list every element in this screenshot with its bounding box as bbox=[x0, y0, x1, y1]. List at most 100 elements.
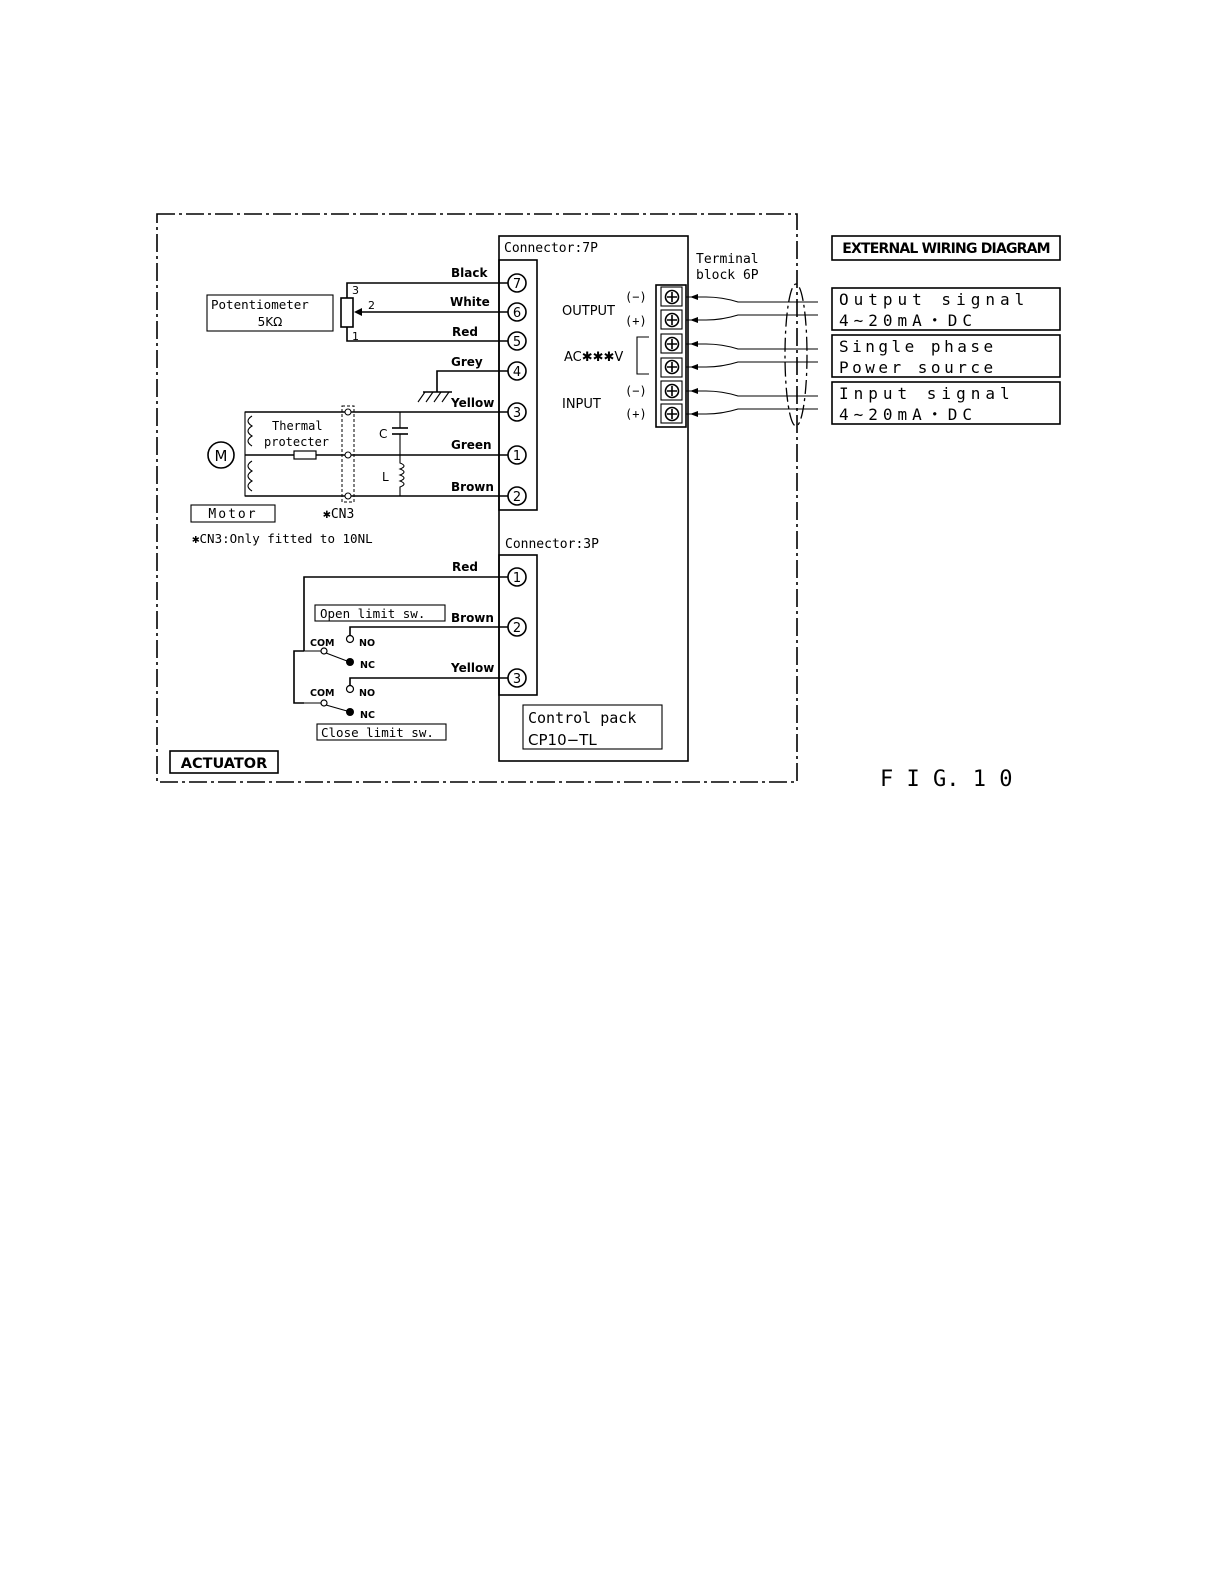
cn3-note: ✱CN3:Only fitted to 10NL bbox=[192, 531, 373, 546]
close-lever bbox=[325, 704, 348, 712]
pin-num: 2 bbox=[513, 621, 521, 636]
actuator-label: ACTUATOR bbox=[181, 756, 268, 772]
potentiometer-value: 5KΩ bbox=[258, 315, 283, 329]
terminal-screws bbox=[660, 286, 683, 424]
power-source-box bbox=[831, 334, 1061, 378]
connector7p-strip bbox=[498, 259, 538, 511]
wire-label-black: Black bbox=[451, 266, 488, 280]
open-com-label: COM bbox=[310, 638, 335, 649]
capacitor-label: C bbox=[379, 427, 387, 441]
control-pack-label-box bbox=[522, 704, 663, 750]
connector3p-strip bbox=[498, 554, 538, 696]
cn3-label: ✱CN3 bbox=[323, 507, 354, 522]
wire3p-brown bbox=[349, 626, 508, 635]
pot-terminal-3: 3 bbox=[352, 284, 359, 297]
cn3-pin bbox=[344, 408, 352, 416]
wire3p-red bbox=[303, 576, 508, 651]
figure-label: F I G. 1 0 bbox=[880, 767, 1012, 792]
open-no-label: NO bbox=[359, 638, 375, 649]
pin-num: 3 bbox=[513, 672, 521, 687]
pin-num: 6 bbox=[513, 306, 521, 321]
output-label: OUTPUT bbox=[562, 304, 615, 319]
potentiometer-label: Potentiometer bbox=[211, 297, 309, 312]
control-pack-line2: CP10−TL bbox=[528, 731, 597, 749]
screw-icon bbox=[664, 289, 680, 305]
screw-icon bbox=[664, 336, 680, 352]
wire-label-red: Red bbox=[452, 325, 478, 339]
output-signal-box bbox=[831, 287, 1061, 331]
screw-icon bbox=[664, 359, 680, 375]
close-no-label: NO bbox=[359, 688, 375, 699]
pin-num: 1 bbox=[513, 449, 521, 464]
input-signal-line2: 4∼20mA・DC bbox=[839, 405, 977, 424]
pot-terminal-2: 2 bbox=[368, 299, 375, 312]
output-signal-line1: Output signal bbox=[839, 290, 1029, 309]
wiper-arrow bbox=[354, 308, 362, 316]
wire3p-red-com2 bbox=[293, 650, 304, 704]
close-no-contact bbox=[345, 684, 355, 694]
ac-bracket bbox=[636, 336, 649, 375]
screw-icon bbox=[664, 312, 680, 328]
pin-num: 7 bbox=[513, 277, 521, 292]
motor-symbol-letter: M bbox=[215, 447, 228, 465]
ground-icon bbox=[417, 391, 450, 403]
wire-red bbox=[346, 327, 508, 342]
open-no-contact bbox=[345, 634, 355, 644]
thermal-label-1: Thermal bbox=[272, 419, 323, 433]
cable-bundle-ellipse bbox=[784, 283, 808, 427]
close-limit-label-box bbox=[316, 723, 447, 741]
screw-icon bbox=[664, 406, 680, 422]
input-plus: (+) bbox=[625, 407, 647, 421]
pin-num: 4 bbox=[513, 365, 521, 380]
connector7p-pins: 7 6 5 4 3 1 2 bbox=[507, 273, 527, 506]
cn3-pin bbox=[344, 451, 352, 459]
connector3p-title: Connector:3P bbox=[505, 537, 599, 552]
terminal-block-line2: block 6P bbox=[696, 268, 759, 283]
motor-frame bbox=[244, 411, 252, 497]
thermal-label-2: protecter bbox=[264, 435, 329, 449]
wire3p-label-yellow: Yellow bbox=[450, 661, 494, 675]
thermal-protector-icon bbox=[293, 450, 317, 460]
close-nc-label: NC bbox=[360, 710, 375, 721]
open-limit-label: Open limit sw. bbox=[320, 606, 425, 621]
open-lever bbox=[325, 652, 348, 662]
terminal-block-line1: Terminal bbox=[696, 252, 759, 267]
inductor-coil bbox=[398, 455, 405, 496]
external-wires bbox=[686, 294, 818, 417]
wire-label-green: Green bbox=[451, 438, 492, 452]
motor-symbol bbox=[207, 441, 235, 469]
close-com-label: COM bbox=[310, 688, 335, 699]
wire-label-grey: Grey bbox=[451, 355, 483, 369]
screw-icon bbox=[664, 383, 680, 399]
motor-coil-upper bbox=[247, 415, 254, 447]
cn3-connector bbox=[341, 405, 355, 503]
power-source-line2: Power source bbox=[839, 358, 997, 377]
actuator-boundary bbox=[156, 213, 798, 783]
output-minus: (−) bbox=[625, 290, 647, 304]
cn3-pin bbox=[344, 492, 352, 500]
motor-label: Motor bbox=[208, 507, 257, 522]
input-minus: (−) bbox=[625, 384, 647, 398]
connector7p-title: Connector:7P bbox=[504, 241, 598, 256]
pin-num: 2 bbox=[513, 490, 521, 505]
pin-num: 5 bbox=[513, 335, 521, 350]
control-pack-line1: Control pack bbox=[528, 709, 636, 727]
inductor-label: L bbox=[382, 470, 389, 484]
wire3p-yellow bbox=[349, 677, 508, 685]
input-signal-box bbox=[831, 381, 1061, 425]
motor-label-box bbox=[190, 504, 276, 523]
external-title-box bbox=[831, 235, 1061, 261]
wire-black bbox=[346, 282, 508, 298]
output-signal-line2: 4∼20mA・DC bbox=[839, 311, 977, 330]
actuator-label-box bbox=[169, 750, 279, 774]
output-plus: (+) bbox=[625, 314, 647, 328]
motor-coil-lower bbox=[247, 460, 254, 492]
wire-label-brown: Brown bbox=[451, 480, 494, 494]
external-title: EXTERNAL WIRING DIAGRAM bbox=[842, 241, 1050, 257]
ac-label: AC✱✱✱V bbox=[564, 350, 623, 365]
wire-grey bbox=[436, 370, 508, 392]
close-nc-contact bbox=[346, 708, 354, 716]
potentiometer-resistor bbox=[340, 297, 354, 328]
potentiometer-label-box bbox=[206, 294, 334, 332]
